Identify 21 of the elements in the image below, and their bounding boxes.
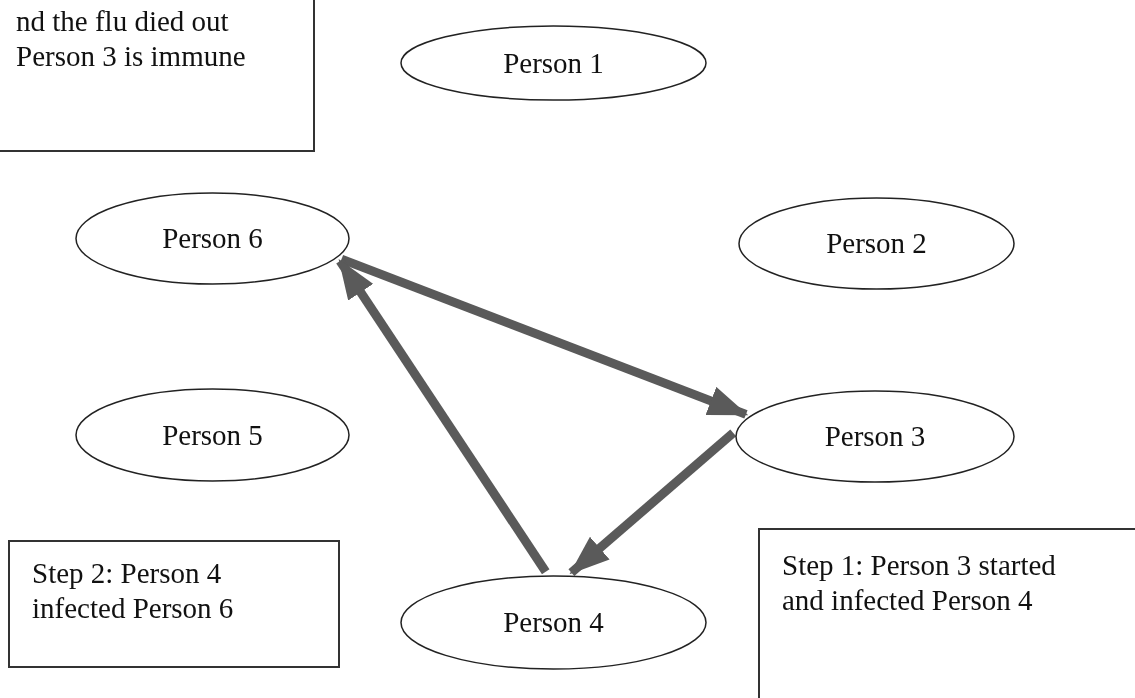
node-label: Person 5	[162, 417, 263, 453]
note-text: nd the flu died out Person 3 is immune	[16, 4, 247, 74]
note-text: Step 1: Person 3 started and infected Person 4	[782, 548, 1057, 618]
node-label: Person 4	[503, 605, 604, 640]
arrow	[336, 258, 550, 575]
arrow	[339, 254, 749, 419]
node-label: Person 1	[503, 45, 604, 81]
node-label: Person 3	[824, 419, 926, 454]
person-ellipse	[400, 575, 707, 670]
arrow	[568, 429, 737, 576]
person-ellipse	[735, 390, 1015, 483]
note-box	[0, 0, 315, 152]
person-ellipse	[75, 388, 350, 482]
node-label: Person 6	[162, 221, 263, 256]
person-ellipse	[75, 192, 350, 285]
person-ellipse	[738, 197, 1015, 290]
note-text: Step 2: Person 4 infected Person 6	[32, 556, 235, 626]
person-ellipse	[400, 25, 707, 101]
step-box	[758, 528, 1135, 698]
step-box	[8, 540, 340, 668]
node-label: Person 2	[826, 226, 927, 261]
